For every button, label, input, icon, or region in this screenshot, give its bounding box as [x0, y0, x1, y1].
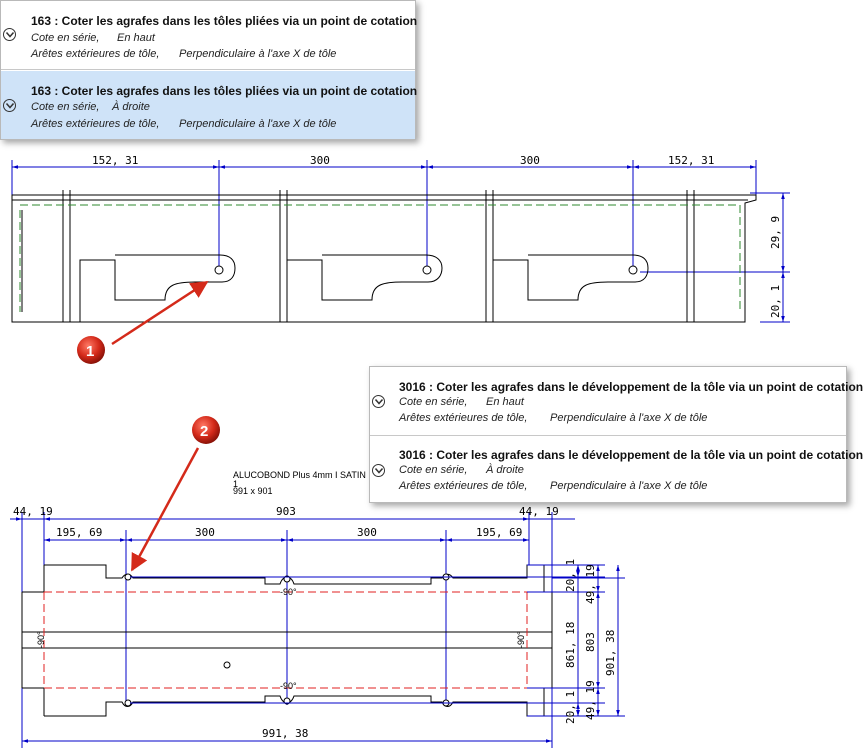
dim-right-2: 20, 1 [769, 285, 782, 318]
callout-2: 2 [130, 416, 220, 572]
rule-title: 163 : Coter les agrafes dans les tôles p… [31, 84, 418, 98]
folded-sheet-drawing: 152, 31 300 300 152, 31 29, 9 20, 1 [11, 154, 790, 323]
rule-mode: Cote en série, [399, 396, 468, 408]
flat-top-dims [10, 512, 575, 748]
expand-chevron-icon[interactable] [3, 28, 16, 41]
bend-lines [19, 204, 741, 312]
bend-angle-right: -90° [516, 631, 526, 648]
top-dimension-chain [11, 160, 757, 270]
rule-item-3016-right[interactable]: 3016 : Coter les agrafes dans le dévelop… [370, 436, 863, 502]
rule-list-panel-1: 163 : Coter les agrafes dans les tôles p… [0, 0, 418, 140]
rule-title: 3016 : Coter les agrafes dans le dévelop… [399, 380, 864, 394]
material-qty: 1 [233, 479, 238, 489]
material-label: ALUCOBOND Plus 4mm I SATIN [233, 470, 366, 480]
flat-right-dims [130, 564, 625, 717]
rule-position: En haut [486, 396, 524, 408]
rule-title: 163 : Coter les agrafes dans les tôles p… [31, 14, 418, 28]
dim-top-3: 300 [520, 154, 540, 167]
callout-2-number: 2 [200, 423, 208, 440]
rule-orientation: Perpendiculaire à l'axe X de tôle [550, 480, 708, 492]
rule-reference: Arêtes extérieures de tôle, [399, 412, 528, 424]
dim-r-4: 803 [584, 632, 597, 652]
dim-r-2: 49, 19 [584, 564, 597, 604]
dim-r-6: 49, 19 [584, 680, 597, 720]
rule-orientation: Perpendiculaire à l'axe X de tôle [550, 412, 708, 424]
rule-orientation: Perpendiculaire à l'axe X de tôle [179, 118, 337, 130]
dim-total-inner: 903 [276, 505, 296, 518]
dim-bottom-total: 991, 38 [262, 727, 308, 740]
dim-r-3: 861, 18 [564, 622, 577, 668]
dim-top-4: 152, 31 [668, 154, 714, 167]
rule-position: En haut [117, 32, 155, 44]
expand-chevron-icon[interactable] [3, 99, 16, 112]
center-hole [223, 661, 231, 669]
bend-angle-top: -90° [280, 587, 297, 597]
rule-reference: Arêtes extérieures de tôle, [31, 48, 160, 60]
rule-orientation: Perpendiculaire à l'axe X de tôle [179, 48, 337, 60]
rule-mode: Cote en série, [31, 32, 100, 44]
flat-bend-lines [43, 591, 528, 689]
rule-item-163-right[interactable]: 163 : Coter les agrafes dans les tôles p… [1, 71, 418, 139]
dim-seg-4: 195, 69 [476, 526, 522, 539]
dim-top-1: 152, 31 [92, 154, 138, 167]
dim-seg-3: 300 [357, 526, 377, 539]
rule-reference: Arêtes extérieures de tôle, [31, 118, 160, 130]
rule-mode: Cote en série, [31, 101, 100, 113]
rule-list-panel-2: 3016 : Coter les agrafes dans le dévelop… [369, 366, 863, 503]
dim-seg-2: 300 [195, 526, 215, 539]
dim-r-1: 20, 1 [564, 559, 577, 592]
rule-position: À droite [112, 101, 150, 113]
dim-left-offset: 44, 19 [13, 505, 53, 518]
dim-right-offset: 44, 19 [519, 505, 559, 518]
dim-r-5: 901, 38 [604, 630, 617, 676]
right-dimension-chain [640, 192, 790, 323]
dim-seg-1: 195, 69 [56, 526, 102, 539]
rule-title: 3016 : Coter les agrafes dans le dévelop… [399, 448, 864, 462]
expand-chevron-icon[interactable] [372, 395, 385, 408]
expand-chevron-icon[interactable] [372, 464, 385, 477]
rule-mode: Cote en série, [399, 464, 468, 476]
rule-item-3016-top[interactable]: 3016 : Coter les agrafes dans le dévelop… [370, 367, 863, 435]
bend-angle-bottom: -90° [280, 681, 297, 691]
rule-position: À droite [486, 464, 524, 476]
dim-top-2: 300 [310, 154, 330, 167]
callout-1: 1 [77, 280, 209, 364]
flat-pattern-drawing: ALUCOBOND Plus 4mm I SATIN 1 991 x 901 4… [10, 470, 625, 748]
bend-angle-left: -90° [36, 631, 46, 648]
clip-holes [214, 265, 638, 275]
dim-r-7: 20, 1 [564, 691, 577, 724]
callout-1-number: 1 [86, 343, 94, 360]
sheet-profile [11, 190, 757, 323]
dim-right-1: 29, 9 [769, 216, 782, 249]
rule-item-163-top[interactable]: 163 : Coter les agrafes dans les tôles p… [1, 1, 418, 69]
material-size: 991 x 901 [233, 486, 273, 496]
rule-reference: Arêtes extérieures de tôle, [399, 480, 528, 492]
